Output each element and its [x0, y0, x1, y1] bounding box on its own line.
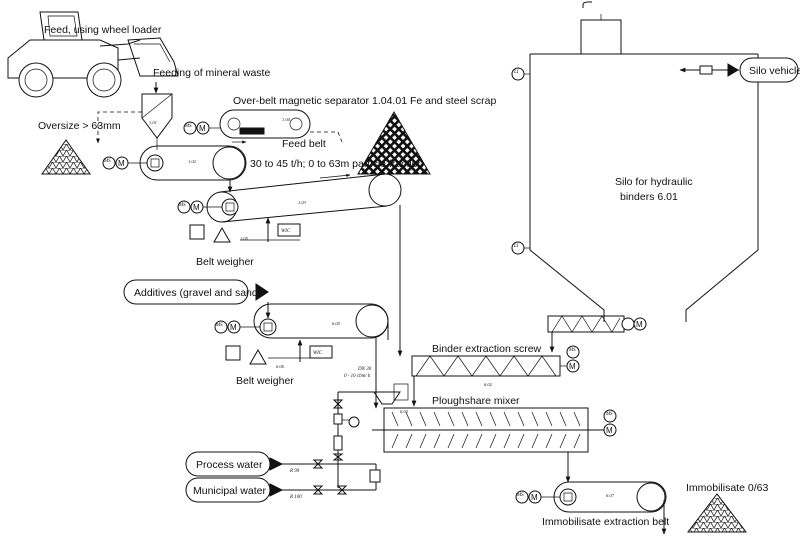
dn-range-label: 0 - 10 cbm/ h — [344, 374, 371, 379]
silo-vehicle-source — [739, 57, 799, 83]
svg-text:M: M — [636, 320, 643, 329]
scrap-line — [310, 131, 343, 143]
scrap-pile-icon — [357, 111, 431, 175]
over-belt-separator-label: Over-belt magnetic separator — [233, 95, 369, 107]
additives-source — [123, 279, 249, 305]
tag-1-04: 1.04 — [282, 117, 291, 122]
immobilisate-pile-icon — [686, 493, 748, 533]
additives-label: Additives (gravel and sand) — [134, 287, 261, 299]
svg-text:WIC: WIC — [281, 229, 291, 234]
feed-wheel-loader-label: Feed, using wheel loader — [44, 24, 162, 36]
process-water-label: Process water — [196, 459, 263, 471]
silo-vehicle-arrow-icon — [727, 63, 739, 77]
feed-belt-1-02 — [139, 145, 247, 181]
svg-text:MS: MS — [215, 323, 223, 328]
silo-vehicle-filter — [699, 65, 713, 75]
immobilisate-extraction-belt — [553, 481, 667, 513]
tag-6-06: 6.06 — [276, 364, 285, 369]
svg-text:M: M — [193, 203, 200, 212]
r100-label: R 100 — [289, 495, 302, 500]
ploughshare-mixer-label: Ploughshare mixer — [432, 395, 520, 407]
belt-weigher-2: WIC — [225, 339, 333, 365]
svg-text:M: M — [118, 159, 125, 168]
feeding-mineral-waste-label: Feeding of mineral waste — [153, 67, 270, 79]
screen-hopper — [141, 93, 173, 150]
magnetic-separator — [219, 109, 311, 139]
inclined-belt-1-03 — [206, 173, 402, 223]
silo-vehicle-label: Silo vehicle — [749, 65, 800, 77]
ploughshare-mixer: M MS — [372, 383, 617, 453]
binder-extraction-screw: M MS — [411, 345, 580, 377]
water-piping — [282, 391, 381, 495]
svg-text:MS: MS — [605, 412, 613, 417]
wheel-loader-icon — [7, 11, 179, 98]
binder-screw-label: Binder extraction screw — [432, 343, 542, 355]
silo-label-line1: Silo for hydraulic — [615, 176, 693, 188]
belt-weigher-1-label: Belt weigher — [196, 256, 254, 268]
silo-level-sensor-top: LI — [511, 67, 530, 81]
svg-text:MS: MS — [516, 493, 524, 498]
municipal-water-arrow-icon — [269, 483, 284, 497]
motor-immobilisate-belt: MS M — [515, 490, 560, 504]
tag-6-03: 6.03 — [400, 409, 409, 414]
belt-weigher-1: WIC — [189, 217, 301, 243]
motor-feed-belt: MS M — [102, 156, 147, 170]
immobilisate-belt-label: Immobilisate extraction belt — [542, 516, 669, 528]
belt-direction-arrow — [319, 173, 351, 179]
particle-fraction-label: 30 to 45 t/h; 0 to 63m particle fraction — [250, 158, 424, 170]
tag-6-05: 6.05 — [332, 321, 341, 326]
motor-label: M — [199, 124, 206, 133]
tag-1-05: 1.05 — [240, 236, 249, 241]
feed-belt-label: Feed belt — [282, 138, 326, 150]
motor-inclined-belt: MS M — [177, 200, 222, 214]
belt-weigher-2-label: Belt weigher — [236, 375, 294, 387]
oversize-pile-icon — [41, 139, 91, 175]
r99-label: R 99 — [289, 469, 300, 474]
oversize-label: Oversize > 63mm — [38, 120, 121, 132]
svg-text:MS: MS — [103, 159, 111, 164]
svg-text:LI: LI — [513, 70, 519, 75]
process-water-arrow-icon — [269, 457, 284, 471]
additives-arrow-icon — [255, 283, 269, 301]
svg-text:M: M — [531, 493, 538, 502]
tag-1-02: 1.02 — [188, 159, 197, 164]
svg-text:M: M — [606, 426, 613, 435]
tag-6-02: 6.02 — [484, 382, 493, 387]
svg-text:MS: MS — [178, 203, 186, 208]
tag-1-01: 1.01 — [149, 120, 157, 125]
tag-6-07: 6.07 — [606, 493, 615, 498]
svg-text:M: M — [230, 323, 237, 332]
tag-1-03: 1.03 — [298, 200, 307, 205]
municipal-water-label: Municipal water — [193, 485, 266, 497]
scrap-label: 1.04.01 Fe and steel scrap — [372, 95, 496, 107]
motor-additives-belt: MS M — [214, 320, 260, 334]
oversize-line — [96, 111, 142, 144]
svg-text:M: M — [569, 362, 576, 371]
svg-text:LI: LI — [513, 244, 519, 249]
svg-text:MS: MS — [568, 348, 576, 353]
svg-text:MS: MS — [184, 124, 192, 129]
silo-label-line2: binders 6.01 — [620, 191, 678, 203]
silo-outlet-screw: M — [547, 315, 647, 333]
additives-belt-6-05 — [253, 303, 389, 339]
immobilisate-label: Immobilisate 0/63 — [686, 482, 768, 494]
motor-separator: MS M — [183, 121, 220, 135]
dn-label: DN 30 — [357, 367, 372, 372]
binder-silo — [529, 1, 759, 322]
svg-text:WIC: WIC — [313, 351, 323, 356]
silo-level-sensor-bottom: LI — [511, 241, 530, 255]
